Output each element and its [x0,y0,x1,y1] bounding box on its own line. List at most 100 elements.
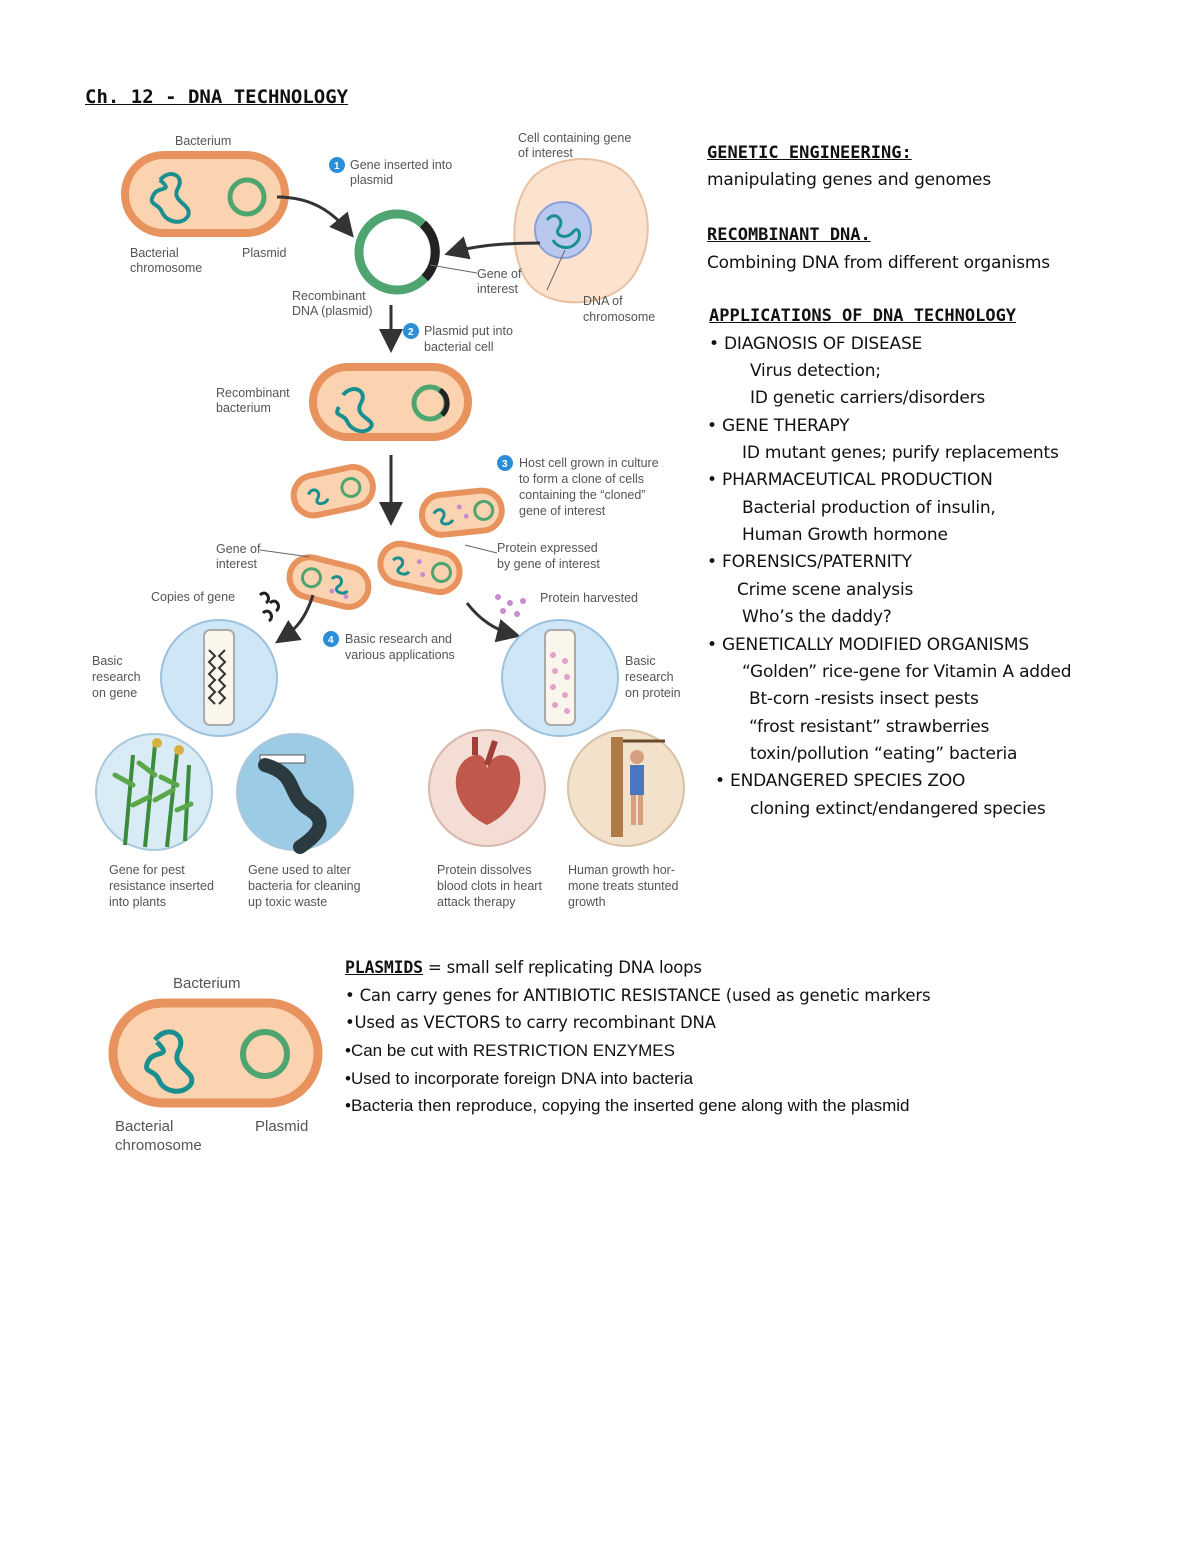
list-item: • GENETICALLY MODIFIED ORGANISMS [707,635,1029,655]
fig-chromosome-label-2: chromosome [115,1137,202,1154]
growth-measurement-image [567,729,685,847]
label-recombinant-dna-2: DNA (plasmid) [292,304,373,318]
list-item: • DIAGNOSIS OF DISEASE [709,334,923,354]
step4-number: 4 [328,635,334,646]
fig-chromosome-label-1: Bacterial [115,1118,173,1135]
applications-heading: APPLICATIONS OF DNA TECHNOLOGY [709,306,1017,326]
step2-text-2: bacterial cell [424,340,493,354]
caption-pest-1: Gene for pest [109,863,185,877]
list-item: toxin/pollution “eating” bacteria [750,744,1018,764]
label-protein-expressed-2: by gene of interest [497,557,600,571]
plasmid-fact: •Bacteria then reproduce, copying the in… [345,1096,910,1115]
caption-toxic-2: bacteria for cleaning [248,879,361,893]
caption-pest-2: resistance inserted [109,879,214,893]
step4-text-2: various applications [345,648,455,662]
step1-text-1: Gene inserted into [350,158,452,172]
recombinant-dna-definition: Combining DNA from different organisms [707,253,1050,273]
list-item: • GENE THERAPY [707,416,850,436]
list-item: Who’s the daddy? [742,607,892,627]
list-item: Bt-corn -resists insect pests [749,689,979,709]
list-item: • ENDANGERED SPECIES ZOO [715,771,966,791]
label-dna-chromosome-1: DNA of [583,294,623,308]
step2-text-1: Plasmid put into [424,324,513,338]
caption-pest-3: into plants [109,895,166,909]
label-cell-gene-1: Cell containing gene [518,131,631,145]
gene-research-test-tube [160,619,278,737]
caption-growth-2: mone treats stunted [568,879,679,893]
bacterium-top [121,151,289,237]
cloned-bacteria [286,464,505,610]
list-item: Human Growth hormone [742,525,948,545]
step3-text-1: Host cell grown in culture [519,456,659,470]
label-protein-expressed-1: Protein expressed [497,541,598,555]
step3-number: 3 [502,459,508,470]
oil-spill-image [236,733,354,854]
fig-plasmid-label: Plasmid [255,1118,308,1135]
step3-text-4: gene of interest [519,504,606,518]
step4-text-1: Basic research and [345,632,452,646]
label-dna-chromosome-2: chromosome [583,310,655,324]
caption-heart-1: Protein dissolves [437,863,532,877]
caption-toxic-3: up toxic waste [248,895,327,909]
list-item: Crime scene analysis [737,580,914,600]
list-item: • PHARMACEUTICAL PRODUCTION [707,470,993,490]
genetic-engineering-heading: GENETIC ENGINEERING: [707,143,912,163]
list-item: ID genetic carriers/disorders [750,388,986,408]
list-item: • FORENSICS/PATERNITY [707,552,912,572]
step3-text-2: to form a clone of cells [519,472,644,486]
recombinant-dna-heading: RECOMBINANT DNA. [707,225,871,245]
label-gene-of-interest-2: interest [477,282,519,296]
list-item: Bacterial production of insulin, [742,498,996,518]
plasmid-fact: •Used as VECTORS to carry recombinant DN… [345,1013,716,1032]
plasmid-fact: • Can carry genes for ANTIBIOTIC RESISTA… [345,986,931,1005]
corn-plants-image [95,733,213,851]
application-captions: Gene for pest resistance inserted into p… [109,863,679,909]
step1-text-2: plasmid [350,173,393,187]
label-bacterial-chromosome-2: chromosome [130,261,202,275]
plasmids-definition: PLASMIDS = small self replicating DNA lo… [345,958,702,977]
label-research-protein-3: on protein [625,686,681,700]
plasmid-icon [240,1029,290,1079]
plasmids-heading: PLASMIDS [345,958,423,977]
label-cell-gene-2: of interest [518,146,573,160]
label-bacterium: Bacterium [175,134,231,148]
step2-number: 2 [408,327,414,338]
label-research-gene-1: Basic [92,654,123,668]
plasmid-fact: •Can be cut with RESTRICTION ENZYMES [345,1041,675,1060]
label-recombinant-bacterium-2: bacterium [216,401,271,415]
label-recombinant-dna-1: Recombinant [292,289,366,303]
genetic-engineering-definition: manipulating genes and genomes [707,170,991,190]
donor-cell [513,158,649,304]
protein-dots-icon [495,594,526,617]
page-title: Ch. 12 - DNA TECHNOLOGY [85,86,349,108]
bacterial-chromosome-icon [144,1029,195,1094]
caption-heart-2: blood clots in heart [437,879,542,893]
label-research-protein-1: Basic [625,654,656,668]
label-research-gene-3: on gene [92,686,137,700]
label-gene-of-interest-1: Gene of [477,267,522,281]
plasmid-fact: •Used to incorporate foreign DNA into ba… [345,1069,694,1088]
caption-growth-3: growth [568,895,606,909]
plasmid-bacterium-figure: Bacterium Bacterial chromosome Plasmid [108,975,323,1154]
label-plasmid: Plasmid [242,246,287,260]
protein-research-test-tube [501,619,619,737]
label-protein-harvested: Protein harvested [540,591,638,605]
label-research-protein-2: research [625,670,674,684]
dna-cloning-diagram: Bacterium Bacterial chromosome Plasmid 1… [92,131,685,909]
recombinant-plasmid [354,209,440,295]
list-item: “Golden” rice-gene for Vitamin A added [742,662,1072,682]
label-copies-of-gene: Copies of gene [151,590,235,604]
step1-number: 1 [334,161,340,172]
label-research-gene-2: research [92,670,141,684]
step1-badge [329,157,345,173]
list-item: cloning extinct/endangered species [750,799,1046,819]
list-item: ID mutant genes; purify replacements [742,443,1059,463]
list-item: Virus detection; [750,361,881,381]
fig-bacterium-label: Bacterium [173,975,241,992]
recombinant-bacterium [309,363,472,441]
label-recombinant-bacterium-1: Recombinant [216,386,290,400]
label-bacterial-chromosome-1: Bacterial [130,246,179,260]
plasmids-def-text: = small self replicating DNA loops [422,958,702,977]
caption-growth-1: Human growth hor- [568,863,675,877]
label-gene-of-interest2-2: interest [216,557,258,571]
